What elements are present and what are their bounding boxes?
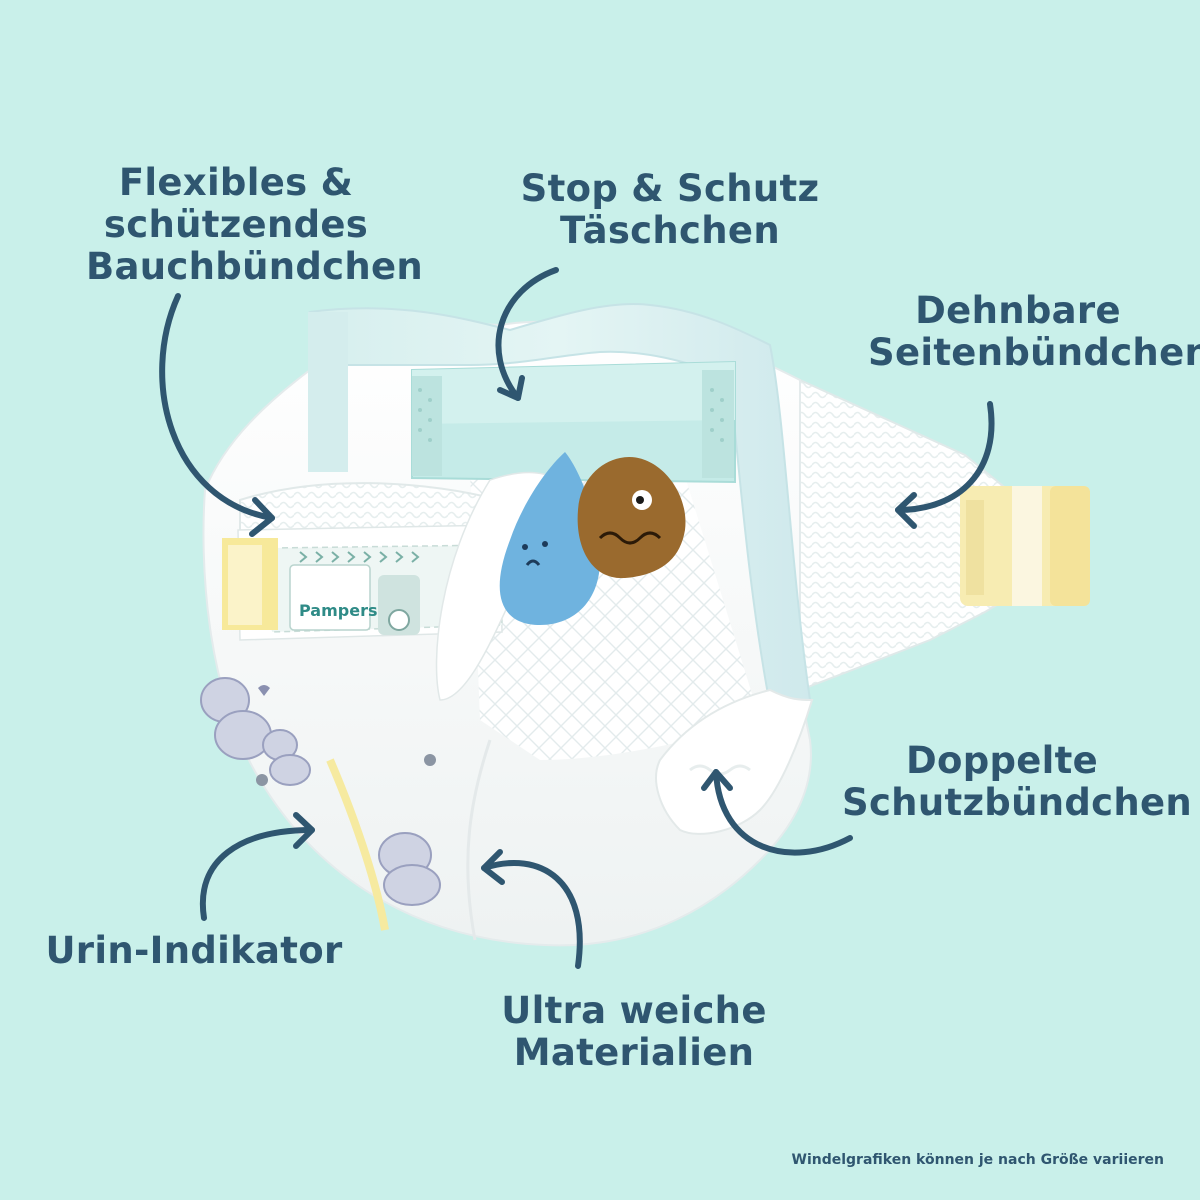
label-double-cuffs: Doppelte Schutzbündchen: [842, 739, 1193, 824]
closure-button-icon: [388, 609, 410, 631]
label-line: Täschchen: [560, 209, 780, 252]
arrow-icon-double-cuffs: [701, 769, 853, 856]
arrow-icon-urine-indicator: [199, 812, 315, 921]
poop-drop-icon: [577, 456, 686, 579]
water-drop-icon: [499, 452, 600, 625]
label-soft-material: Ultra weiche Materialien: [484, 990, 784, 1074]
label-line: Flexibles &: [118, 161, 354, 204]
elephant-icon: [200, 677, 311, 786]
label-line: Dehnbare: [915, 289, 1121, 332]
label-line: schützendes: [103, 203, 369, 246]
label-pocket: Stop & Schutz Täschchen: [520, 168, 820, 252]
label-line: Materialien: [513, 1031, 755, 1074]
urine-indicator-stripe: [326, 758, 389, 931]
back-waistband: [308, 303, 812, 707]
label-side-band: Dehnbare Seitenbündchen: [868, 289, 1200, 374]
label-line: Seitenbündchen: [868, 331, 1200, 374]
elephant-icon: [378, 832, 441, 906]
arrow-icon-soft-material: [481, 849, 583, 969]
stop-schutz-pocket: [411, 360, 736, 484]
label-belly-band: Flexibles & schützendes Bauchbündchen: [86, 161, 424, 288]
label-urine-indicator: Urin-Indikator: [44, 930, 344, 972]
label-line: Ultra weiche: [501, 989, 767, 1032]
pampers-logo: Pampers: [299, 601, 377, 620]
side-band: [799, 378, 1090, 692]
arrow-icon-side-band: [895, 401, 995, 529]
label-line: Bauchbündchen: [86, 245, 424, 288]
label-line: Schutzbündchen: [842, 781, 1193, 824]
label-line: Stop & Schutz: [520, 167, 820, 210]
heart-icon: [258, 685, 270, 696]
label-line: Doppelte: [905, 739, 1099, 782]
footnote: Windelgrafiken können je nach Größe vari…: [791, 1152, 1164, 1168]
label-line: Urin-Indikator: [45, 929, 343, 972]
arrow-icon-pocket: [495, 267, 559, 401]
arrow-icon-belly-band: [159, 293, 275, 537]
